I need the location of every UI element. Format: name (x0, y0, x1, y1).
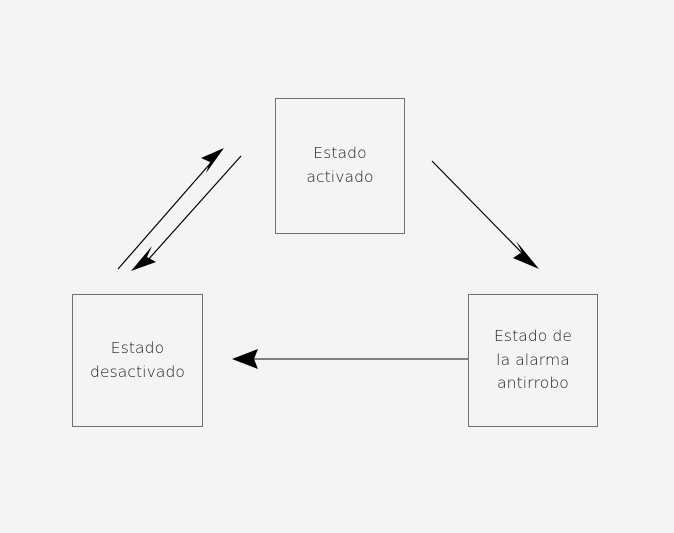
state-label-estado-desactivado: Estado desactivado (90, 338, 185, 381)
state-node-estado-alarma-antirrobo[interactable]: Estado de la alarma antirrobo (468, 294, 598, 427)
edge-line-activado-to-desactivado (146, 155, 242, 262)
arrowhead-to-desactivado-horizontal (232, 349, 258, 369)
edge-line-activado-to-alarma (431, 160, 525, 256)
edge-activado-to-desactivado (131, 155, 242, 271)
state-label-estado-activado: Estado activado (306, 144, 374, 186)
edge-activado-to-alarma (431, 160, 539, 269)
arrowhead-to-alarma (513, 241, 539, 269)
state-node-estado-desactivado[interactable]: Estado desactivado (72, 294, 203, 427)
arrowhead-to-activado (201, 148, 224, 173)
edge-alarma-to-desactivado (232, 349, 468, 369)
edge-line-desactivado-to-activado (117, 157, 216, 270)
edge-desactivado-to-activado (117, 148, 224, 270)
state-node-estado-activado[interactable]: Estado activado (275, 98, 405, 234)
state-label-estado-alarma-antirrobo: Estado de la alarma antirrobo (494, 327, 572, 393)
arrowhead-to-desactivado (131, 246, 156, 271)
